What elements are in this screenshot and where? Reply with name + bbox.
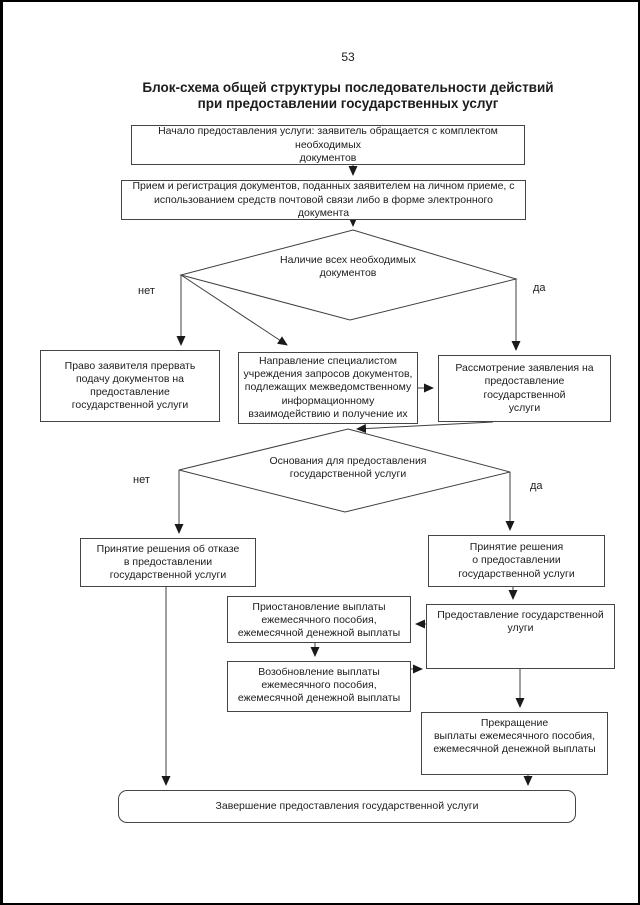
node-reception: Прием и регистрация документов, поданных… [121,180,526,220]
arrow-review-to-decision2 [356,421,494,434]
decision-documents-label-no: нет [138,285,155,297]
node-start: Начало предоставления услуги: заявитель … [131,125,525,165]
node-refusal-decision: Принятие решения об отказе в предоставле… [80,538,256,587]
decision-grounds-label-yes: да [530,480,543,492]
node-end: Завершение предоставления государственно… [118,790,576,823]
decision-documents-label-yes: да [533,282,546,294]
node-decision-grounds: Основания для предоставления государстве… [269,455,427,481]
node-approval-decision: Принятие решения о предоставлении госуда… [428,535,605,587]
node-right-to-interrupt: Право заявителя прервать подачу документ… [40,350,220,422]
node-payment-resumption: Возобновление выплаты ежемесячного пособ… [227,661,411,712]
node-payment-termination: Прекращение выплаты ежемесячного пособия… [421,712,608,775]
node-application-review: Рассмотрение заявления на предоставление… [438,355,611,422]
node-payment-suspension: Приостановление выплаты ежемесячного пос… [227,596,411,643]
node-interagency-requests: Направление специалистом учреждения запр… [238,352,418,424]
decision-diamond-grounds [178,428,511,513]
node-decision-documents: Наличие всех необходимых документов [280,254,416,280]
decision-diamond-documents [179,229,518,321]
arrow-decision1-no-to-requests [180,274,288,346]
page-title: Блок-схема общей структуры последователь… [142,80,554,112]
node-service-provision: Предоставление государственной улуги [426,604,615,669]
decision-grounds-label-no: нет [133,474,150,486]
page-number: 53 [341,50,355,64]
flowchart-connectors [161,165,533,786]
